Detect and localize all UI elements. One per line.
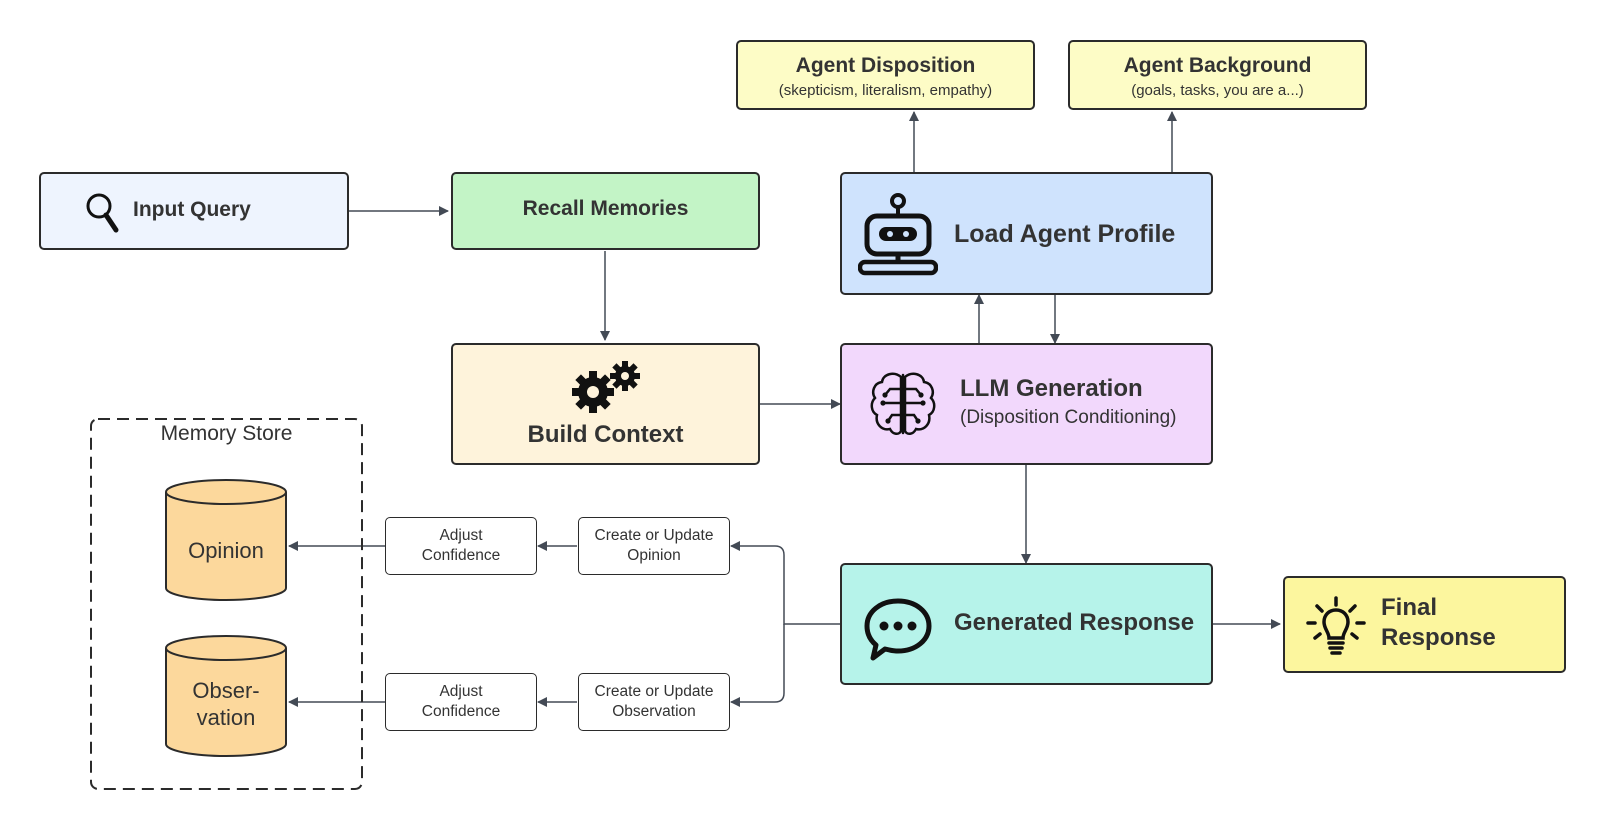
memory-store-boundary <box>90 418 363 790</box>
build-context-node: Build Context <box>451 343 760 465</box>
build-context-label: Build Context <box>527 421 684 448</box>
agent-background-label: Agent Background <box>1123 54 1312 77</box>
observation-store-label-line2: vation <box>196 705 256 730</box>
adjust-confidence-opinion-line2: Confidence <box>421 547 501 564</box>
create-update-opinion-line1: Create or Update <box>594 527 714 544</box>
input-query-node: Input Query <box>39 172 349 250</box>
adjust-confidence-opinion-node: Adjust Confidence <box>385 517 537 575</box>
adjust-confidence-observation-line1: Adjust <box>439 683 483 700</box>
generated-response-label: Generated Response <box>954 609 1195 636</box>
llm-generation-label: LLM Generation <box>960 375 1143 402</box>
final-response-label-line1: Final <box>1381 594 1438 621</box>
llm-generation-node: LLM Generation (Disposition Conditioning… <box>840 343 1213 465</box>
gears-icon <box>572 361 640 413</box>
create-update-observation-line2: Observation <box>612 703 696 720</box>
agent-disposition-label: Agent Disposition <box>795 54 976 77</box>
lightbulb-icon <box>1306 596 1366 655</box>
create-update-opinion-node: Create or Update Opinion <box>578 517 730 575</box>
load-agent-profile-node: Load Agent Profile <box>840 172 1213 295</box>
recall-memories-label: Recall Memories <box>522 197 689 220</box>
edge-generated-to-create-opinion <box>730 541 840 625</box>
agent-disposition-sublabel: (skepticism, literalism, empathy) <box>778 82 993 99</box>
llm-generation-sublabel: (Disposition Conditioning) <box>960 407 1177 428</box>
edge-generated-to-create-observation <box>730 624 785 707</box>
opinion-store-label: Opinion <box>188 538 264 563</box>
final-response-label-line2: Response <box>1381 624 1496 651</box>
search-icon <box>86 193 119 233</box>
adjust-confidence-observation-node: Adjust Confidence <box>385 673 537 731</box>
agent-disposition-node: Agent Disposition (skepticism, literalis… <box>736 40 1035 110</box>
agent-background-sublabel: (goals, tasks, you are a...) <box>1131 82 1304 99</box>
observation-cylinder <box>165 635 287 757</box>
recall-memories-node: Recall Memories <box>451 172 760 250</box>
agent-background-node: Agent Background (goals, tasks, you are … <box>1068 40 1367 110</box>
robot-icon <box>858 193 938 276</box>
create-update-observation-node: Create or Update Observation <box>578 673 730 731</box>
create-update-opinion-line2: Opinion <box>627 547 681 564</box>
opinion-cylinder <box>165 479 287 601</box>
create-update-observation-line1: Create or Update <box>594 683 714 700</box>
brain-icon <box>870 372 936 435</box>
generated-response-node: Generated Response <box>840 563 1213 685</box>
adjust-confidence-opinion-line1: Adjust <box>439 527 483 544</box>
speech-bubble-icon <box>864 598 932 661</box>
adjust-confidence-observation-line2: Confidence <box>421 703 501 720</box>
input-query-label: Input Query <box>133 198 251 221</box>
observation-store-label-line1: Obser- <box>192 678 260 703</box>
final-response-node: Final Response <box>1283 576 1566 673</box>
load-agent-profile-label: Load Agent Profile <box>954 220 1176 248</box>
memory-store-label: Memory Store <box>160 422 293 445</box>
